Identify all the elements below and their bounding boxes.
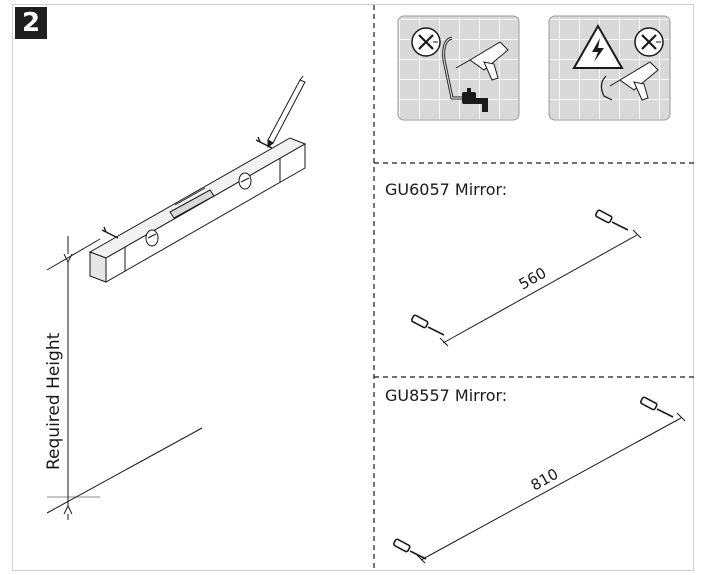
screw-plug-bottom-2	[392, 538, 427, 560]
screw-plug-top-2	[639, 396, 674, 418]
required-height-label: Required Height	[44, 332, 64, 470]
drill-icon-electric	[609, 61, 659, 101]
wall-plug-right	[255, 136, 273, 149]
wall-plug-left	[101, 226, 119, 239]
gu8557-mirror-label: GU8557 Mirror:	[385, 386, 508, 405]
step-number-badge: 2	[15, 7, 47, 39]
instruction-frame	[12, 4, 694, 571]
spirit-level	[88, 137, 307, 283]
electric-warning-panel	[548, 15, 671, 121]
gu8557-fixing-diagram	[392, 396, 686, 564]
no-drill-icon-electric	[634, 27, 664, 57]
pencil-icon	[267, 75, 306, 149]
drill-icon	[455, 41, 509, 81]
high-voltage-icon	[572, 23, 624, 69]
gu6057-fixing-diagram	[410, 209, 642, 347]
no-drill-icon	[411, 27, 441, 57]
gu6057-distance: 560	[516, 264, 550, 294]
tap-icon	[462, 88, 488, 112]
gu8557-distance: 810	[528, 465, 562, 495]
cable-icon	[600, 75, 613, 101]
gu6057-mirror-label: GU6057 Mirror:	[385, 180, 508, 199]
pipe-warning-panel	[397, 15, 520, 121]
screw-plug-top	[594, 209, 629, 231]
required-height-guide	[46, 236, 203, 520]
screw-plug-bottom	[410, 314, 445, 336]
